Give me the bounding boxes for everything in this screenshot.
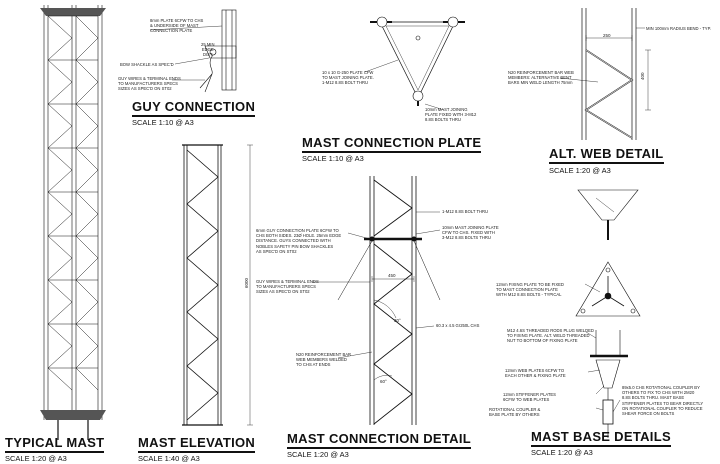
dim-det-30: 30° xyxy=(394,318,401,323)
dim-elevation: 6000 xyxy=(244,277,249,288)
title-mast-base-details: MAST BASE DETAILS xyxy=(531,430,671,447)
note-alt-web: N20 REINFORCEMENT BAR WEB MEMBERS: ALTER… xyxy=(508,70,574,86)
mast-elevation-drawing xyxy=(182,144,253,426)
note-base-fixing: 12mm FIXING PLATE TO BE FIXED TO MAST CO… xyxy=(496,282,564,298)
note-guy-wires: GUY WIRES & TERMINAL ENDS TO MANUFACTURE… xyxy=(118,76,181,92)
title-typical-mast: TYPICAL MAST xyxy=(5,436,105,453)
dim-alt-side: 400 xyxy=(640,72,645,80)
note-det-n20: N20 REINFORCEMENT BAR WEB MEMBERS WELDED… xyxy=(296,352,352,368)
note-plate-joining: 10mm MAST JOINING PLATE FIXED WITH 3-M12… xyxy=(425,107,477,123)
note-base-web: 12mm WEB PLATES 6CFW TO EACH OTHER & FIX… xyxy=(505,368,566,379)
note-guy-shackle: BOW SHACKLE AS SPEC'D xyxy=(120,62,174,67)
mast-connection-plate-drawing xyxy=(364,16,465,111)
guy-connection-drawing xyxy=(149,9,237,93)
scale-alt-web-detail: SCALE 1:20 @ A3 xyxy=(549,166,611,175)
mast-connection-detail-drawing xyxy=(312,176,441,425)
note-det-guy-wires: GUY WIRES & TERMINAL ENDS TO MANUFACTURE… xyxy=(256,279,319,295)
title-alt-web-detail: ALT. WEB DETAIL xyxy=(549,147,664,164)
title-mast-connection-detail: MAST CONNECTION DETAIL xyxy=(287,432,472,449)
title-guy-connection: GUY CONNECTION xyxy=(132,100,256,117)
note-base-rods: M12 4.6S THREADED RODS PLUG WELDED TO FI… xyxy=(507,328,594,344)
note-alt-bend: MIN 100mm RADIUS BEND - TYP. xyxy=(646,26,711,31)
note-base-chs: 89x5.0 CHS ROTATIONAL COUPLER BY OTHERS … xyxy=(622,385,704,417)
note-base-coupler: ROTATIONAL COUPLER & BASE PLATE BY OTHER… xyxy=(489,407,541,418)
note-guy-plate: 8mm PLATE 6CFW TO CHS & UNDERSIDE OF MAS… xyxy=(150,18,204,34)
scale-mast-connection-detail: SCALE 1:20 @ A3 xyxy=(287,450,349,459)
note-det-joining: 10mm MAST JOINING PLATE CFW TO CHS. FIXE… xyxy=(442,225,499,241)
dim-det-60: 60° xyxy=(380,379,387,384)
scale-mast-connection-plate: SCALE 1:10 @ A3 xyxy=(302,154,364,163)
dim-alt-top: 250 xyxy=(603,33,611,38)
scale-mast-base-details: SCALE 1:20 @ A3 xyxy=(531,448,593,457)
dim-det-450: 450 xyxy=(388,273,396,278)
note-base-stiffener: 12mm STIFFENER PLATES 6CFW TO WEB PLATES xyxy=(503,392,556,403)
note-plate-cfw: 10 x 10 G-250 PLATE CFW TO MAST JOINING … xyxy=(322,70,374,86)
scale-guy-connection: SCALE 1:10 @ A3 xyxy=(132,118,194,127)
mast-base-details-drawing xyxy=(575,189,641,438)
note-det-guy-plate: 6mm GUY CONNECTION PLATE 6CFW TO CHS BOT… xyxy=(256,228,342,254)
title-mast-connection-plate: MAST CONNECTION PLATE xyxy=(302,136,482,153)
scale-typical-mast: SCALE 1:20 @ A3 xyxy=(5,454,67,463)
note-det-chs: 60.3 x 4.5 Gr250L CHS xyxy=(436,323,480,328)
typical-mast-drawing xyxy=(40,5,106,440)
alt-web-detail-drawing xyxy=(559,8,651,140)
note-guy-edge: 25 MIN EDGE DIST xyxy=(201,42,215,58)
title-mast-elevation: MAST ELEVATION xyxy=(138,436,256,453)
scale-mast-elevation: SCALE 1:40 @ A3 xyxy=(138,454,200,463)
note-det-bolt: 1-M12 8.8S BOLT THRU xyxy=(442,209,489,214)
